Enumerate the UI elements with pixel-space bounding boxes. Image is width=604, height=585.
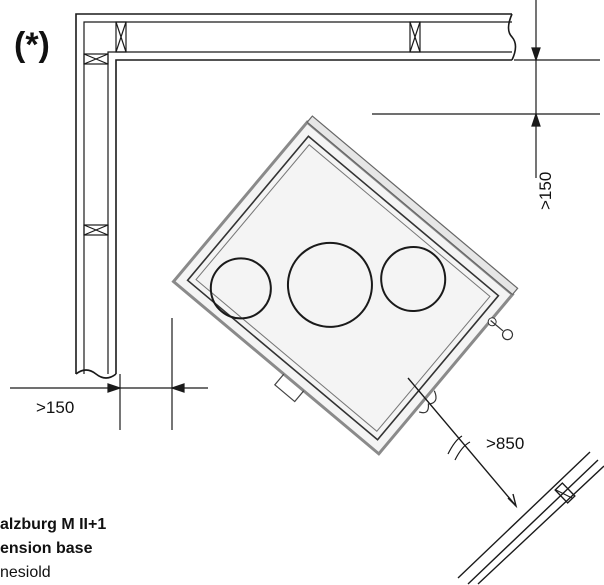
caption-model: alzburg M II+1 [0,516,107,533]
caption-base: ension base [0,540,93,557]
front-clearance-label: >850 [486,434,525,453]
caption-material: nesiold [0,564,51,581]
left-clearance-label: >150 [36,398,75,417]
corner-wall [75,13,517,379]
wall-battens [83,21,421,236]
hotplate-large [286,241,373,328]
dimension-right [372,0,600,178]
partition-wall [457,451,604,585]
hotplate-right [380,246,447,313]
dimension-front [407,377,518,509]
stove [171,115,519,456]
hotplate-left [209,257,272,320]
right-clearance-label: >150 [536,171,555,210]
corner-marker: (*) [14,26,50,64]
dimension-left [10,318,208,430]
